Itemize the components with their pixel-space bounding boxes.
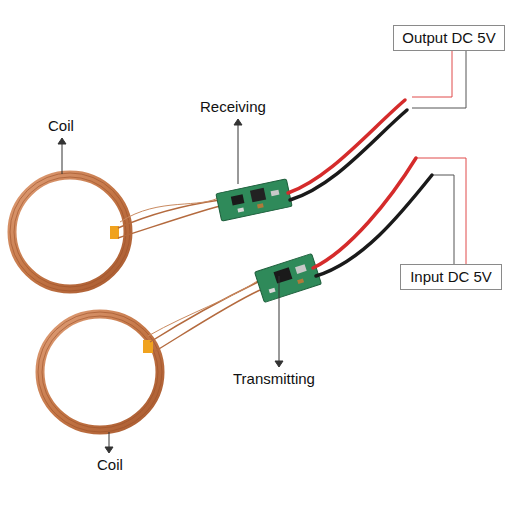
label-arrows [58, 119, 283, 453]
black-leader [433, 175, 454, 264]
box-label: Output DC 5V [402, 29, 495, 46]
value-box: Output DC 5V [393, 25, 505, 51]
transmitting-coil [38, 312, 162, 432]
black-leader [412, 51, 466, 108]
part-label: Transmitting [232, 370, 316, 387]
part-label: Coil [96, 456, 124, 473]
part-label: Receiving [199, 98, 267, 115]
value-box: Input DC 5V [400, 264, 502, 290]
box-label: Input DC 5V [410, 268, 492, 285]
transmitting-board [255, 254, 322, 303]
red-leader [416, 158, 466, 264]
red-leader [412, 51, 452, 97]
receiving-coil [10, 173, 130, 291]
part-label: Coil [47, 117, 75, 134]
receiving-board [216, 179, 292, 221]
